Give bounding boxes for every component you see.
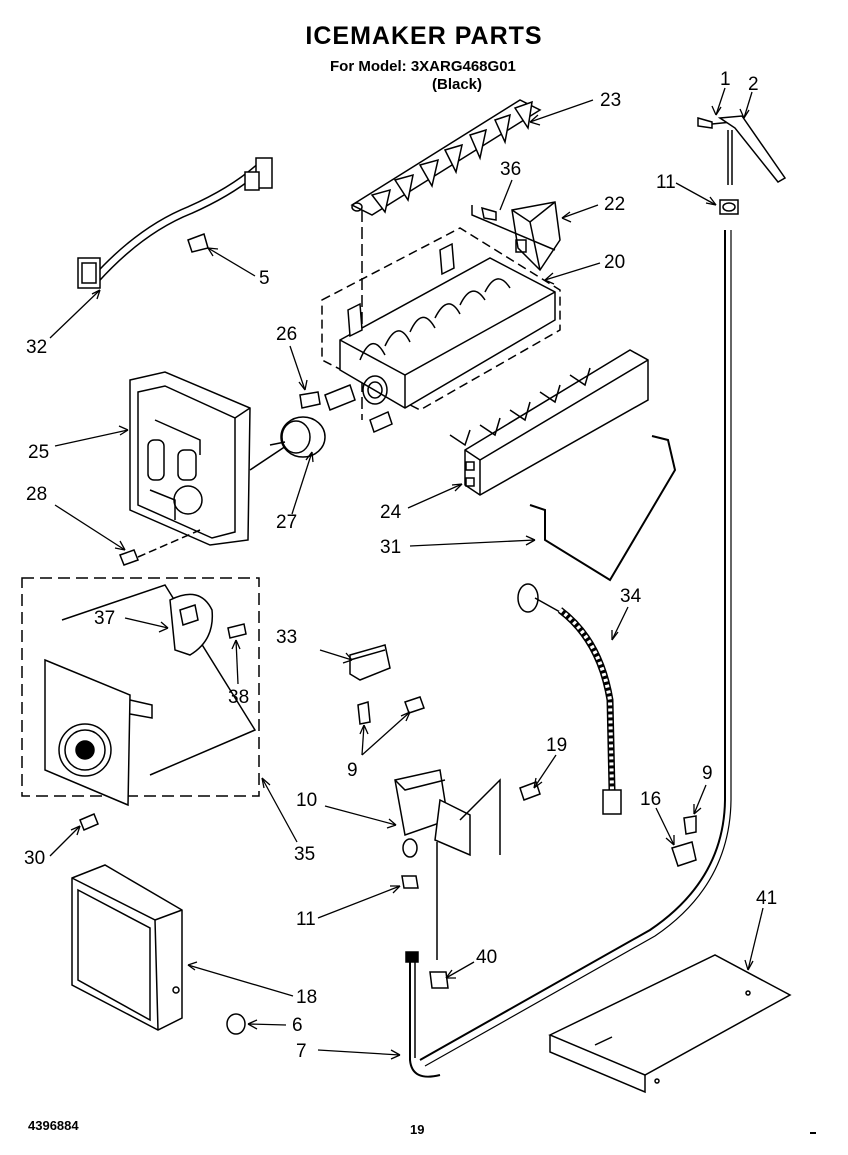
shutoff-arm-drawing [529, 435, 677, 582]
callout-38: 38 [228, 687, 249, 708]
leader-lines [49, 87, 764, 1060]
callout-25: 25 [28, 442, 49, 463]
callout-1: 1 [720, 69, 731, 90]
callout-11: 11 [656, 172, 676, 193]
callout-16: 16 [640, 789, 661, 810]
callout-9b: 9 [702, 763, 713, 784]
motor-drawing [269, 391, 326, 458]
clamp-16-drawing [671, 815, 697, 867]
control-module-drawing [129, 371, 296, 546]
wiring-harness-drawing [77, 157, 273, 289]
callout-40: 40 [476, 947, 497, 968]
callout-24: 24 [380, 502, 402, 523]
model-line: For Model: 3XARG468G01 [330, 58, 516, 75]
callout-31: 31 [380, 537, 401, 558]
page-number: 19 [410, 1122, 425, 1137]
callout-19: 19 [546, 735, 567, 756]
callout-27: 27 [276, 512, 297, 533]
page-title: ICEMAKER PARTS [305, 22, 543, 50]
cover-assembly-drawing [21, 577, 260, 807]
callout-23: 23 [600, 90, 621, 111]
callout-28: 28 [26, 484, 47, 505]
stripper-cup-drawing [511, 201, 561, 272]
callout-41: 41 [756, 888, 777, 909]
callout-32: 32 [26, 337, 47, 358]
fill-cup-bracket-drawing [697, 115, 787, 215]
water-line-drawing [517, 583, 622, 815]
callout-30: 30 [24, 848, 45, 869]
callout-20: 20 [604, 252, 625, 273]
ice-stripper-drawing [449, 349, 649, 496]
callout-36: 36 [500, 159, 521, 180]
callout-2: 2 [748, 74, 759, 95]
callout-7: 7 [296, 1041, 307, 1062]
callout-5: 5 [259, 268, 270, 289]
callout-37: 37 [94, 608, 115, 629]
screw-28-drawing [119, 529, 201, 566]
callout-18: 18 [296, 987, 317, 1008]
callout-26: 26 [276, 324, 297, 345]
fill-tube-drawing [405, 230, 732, 1078]
color-variant: (Black) [432, 76, 483, 93]
callout-9a: 9 [347, 760, 358, 781]
water-valve-drawing [394, 769, 541, 960]
ejector-blade-drawing [350, 99, 542, 420]
callout-34: 34 [620, 586, 642, 607]
bracket-33-drawing [349, 644, 425, 725]
callout-6: 6 [292, 1015, 303, 1036]
callout-10: 10 [296, 790, 317, 811]
screw-36-drawing [471, 205, 556, 251]
document-number: 4396884 [28, 1118, 79, 1133]
box-cover-drawing [71, 864, 246, 1035]
callout-numbers: 1 2 23 36 11 22 20 5 32 26 25 27 24 28 3… [24, 69, 777, 1062]
callout-33: 33 [276, 627, 297, 648]
screw-30-drawing [79, 813, 99, 831]
callout-35: 35 [294, 844, 315, 865]
cover-plate-drawing [548, 954, 792, 1094]
callout-22: 22 [604, 194, 625, 215]
callout-11b: 11 [296, 909, 316, 930]
ice-mold-drawing [321, 227, 561, 434]
nuts-drawing [401, 875, 449, 989]
